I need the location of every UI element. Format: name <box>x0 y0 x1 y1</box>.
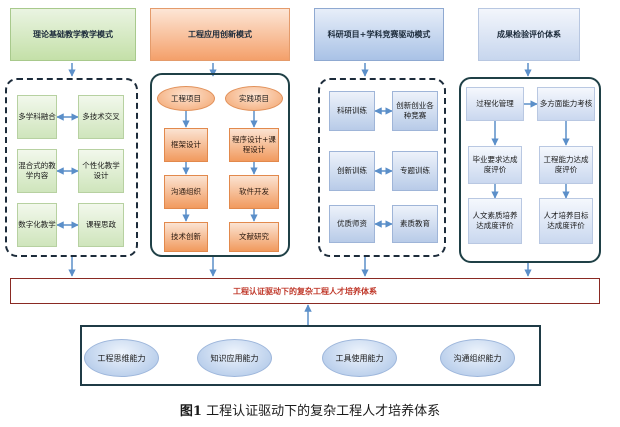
cell-tech-innovation: 技术创新 <box>164 222 208 252</box>
cell-quality-teachers: 优质师资 <box>329 205 375 243</box>
group-evaluation <box>459 77 601 263</box>
cell-engineering-ability: 工程能力达成度评价 <box>539 146 593 184</box>
header-research: 科研项目+学科竞赛驱动模式 <box>314 8 444 61</box>
cell-competitions: 创新创业各种竞赛 <box>392 91 438 131</box>
header-theory: 理论基础教学教学模式 <box>10 8 136 61</box>
cell-quality-education: 素质教育 <box>392 205 438 243</box>
cell-process-management: 过程化管理 <box>466 87 524 121</box>
group-theory <box>5 78 138 257</box>
ability-tool-usage: 工具使用能力 <box>322 339 397 377</box>
ability-engineering-thinking: 工程思维能力 <box>84 339 159 377</box>
header-evaluation: 成果检验评价体系 <box>478 8 580 61</box>
figure-caption: 图1 工程认证驱动下的复杂工程人才培养体系 <box>0 400 620 420</box>
cell-blended: 混合式的教学内容 <box>17 149 57 193</box>
cell-special-training: 专题训练 <box>392 151 438 191</box>
cell-multi-ability: 多方面能力考核 <box>537 87 595 121</box>
oval-practice-project: 实践项目 <box>225 86 283 111</box>
cell-humanities: 人文素质培养达成度评价 <box>468 198 522 244</box>
cell-framework-design: 框架设计 <box>164 128 208 162</box>
cell-software-dev: 软件开发 <box>229 175 279 209</box>
abilities-frame <box>80 325 541 386</box>
ability-communication-org: 沟通组织能力 <box>440 339 515 377</box>
cell-training-goal: 人才培养目标达成度评价 <box>539 198 593 244</box>
cell-digital: 数字化教学 <box>17 203 57 247</box>
cell-program-course-design: 程序设计+课程设计 <box>229 128 279 162</box>
cell-graduation-req: 毕业要求达成度评价 <box>468 146 522 184</box>
group-engineering <box>150 73 290 257</box>
system-banner: 工程认证驱动下的复杂工程人才培养体系 <box>10 278 600 304</box>
cell-multidiscipline: 多学科融合 <box>17 95 57 139</box>
oval-engineering-project: 工程项目 <box>157 86 215 111</box>
figure-number: 图1 <box>179 404 202 419</box>
cell-research-training: 科研训练 <box>329 91 375 131</box>
cell-literature: 文献研究 <box>229 222 279 252</box>
cell-innovation-training: 创新训练 <box>329 151 375 191</box>
group-research <box>318 78 446 257</box>
cell-communication: 沟通组织 <box>164 175 208 209</box>
cell-multitech: 多技术交叉 <box>78 95 124 139</box>
ability-knowledge-application: 知识应用能力 <box>197 339 272 377</box>
cell-personalized: 个性化教学设计 <box>78 149 124 193</box>
header-engineering: 工程应用创新模式 <box>150 8 290 61</box>
figure-title: 工程认证驱动下的复杂工程人才培养体系 <box>206 404 441 419</box>
cell-ideology: 课程思政 <box>78 203 124 247</box>
